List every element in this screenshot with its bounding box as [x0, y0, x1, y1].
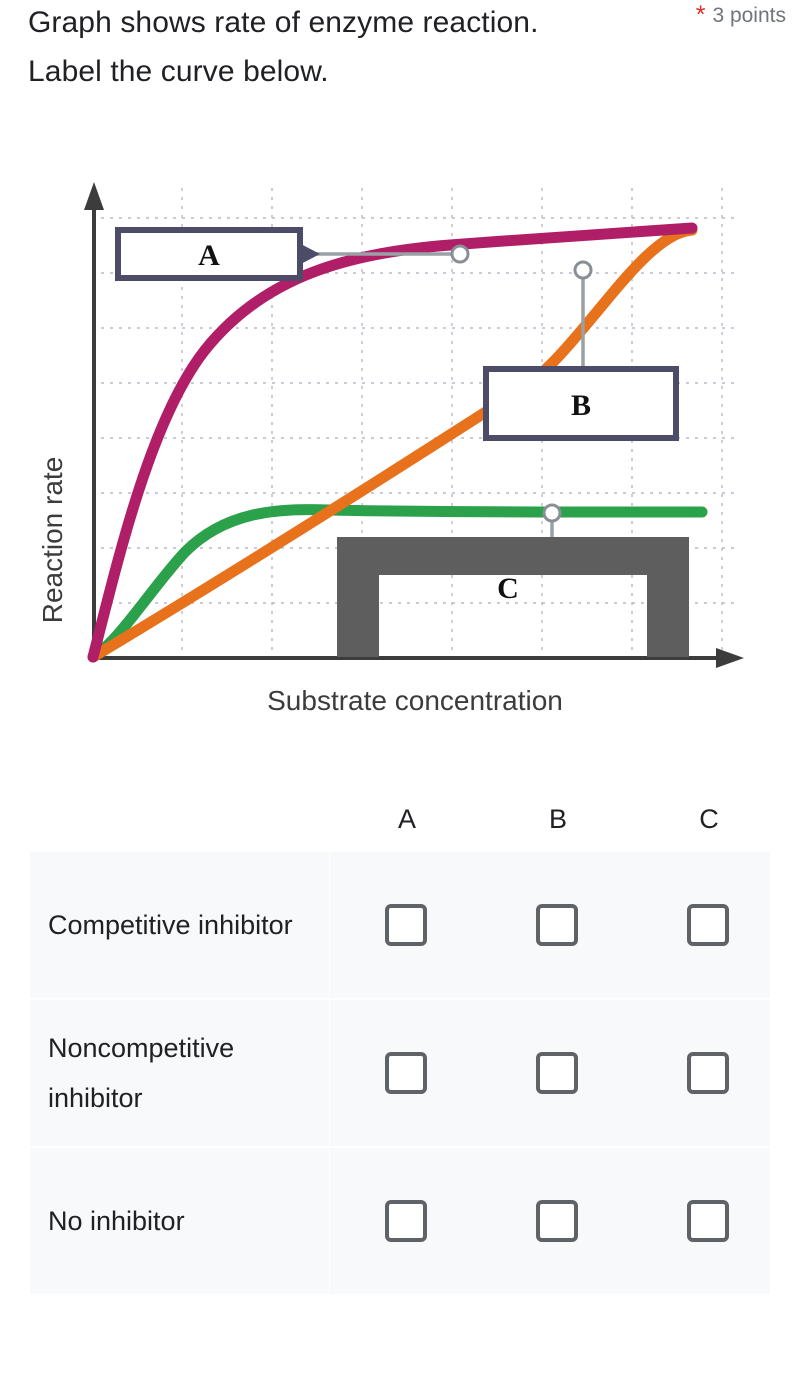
points-value: 3 points	[712, 4, 786, 27]
callout-a-box	[115, 227, 303, 281]
points-indicator: * 3 points	[696, 2, 786, 30]
grid-column-header-b: B	[548, 804, 567, 834]
y-axis	[84, 182, 104, 658]
enzyme-kinetics-graph: A B C Reaction rate Substrate concentrat…	[0, 120, 798, 740]
grid-row-competitive-inhibitor: Competitive inhibitor	[30, 852, 770, 998]
checkbox-noinhibitor-b[interactable]	[535, 1200, 578, 1242]
grid-row-no-inhibitor: No inhibitor	[30, 1148, 770, 1294]
grid-column-header-c: C	[699, 804, 719, 834]
grid-cell-noncompetitive-c[interactable]	[632, 1000, 783, 1146]
grid-row-label-cell: Noncompetitive inhibitor	[30, 1000, 330, 1146]
callout-a-marker	[450, 244, 470, 264]
grid-question: A B C Competitive inhibitor Noncompetiti…	[0, 790, 798, 1296]
grid-row-label: Noncompetitive inhibitor	[48, 1033, 235, 1113]
grid-cell-competitive-b[interactable]	[481, 852, 632, 998]
callout-a[interactable]: A	[115, 227, 470, 281]
x-axis	[92, 648, 744, 668]
checkbox-competitive-c[interactable]	[686, 904, 729, 946]
callout-b-marker	[573, 260, 593, 280]
checkbox-noncompetitive-c[interactable]	[686, 1052, 729, 1094]
callout-c-box	[337, 537, 689, 657]
callout-b-box	[483, 366, 679, 441]
question-title: Graph shows rate of enzyme reaction. Lab…	[28, 6, 539, 88]
grid-cell-competitive-a[interactable]	[330, 852, 481, 998]
y-axis-title: Reaction rate	[37, 457, 68, 624]
x-axis-title: Substrate concentration	[267, 685, 563, 716]
grid-cell-competitive-c[interactable]	[632, 852, 783, 998]
checkbox-noinhibitor-a[interactable]	[384, 1200, 427, 1242]
question-header: Graph shows rate of enzyme reaction. Lab…	[0, 0, 798, 110]
grid-cell-noinhibitor-a[interactable]	[330, 1148, 481, 1294]
grid-row-label-cell: Competitive inhibitor	[30, 852, 330, 998]
curve-a-magenta	[87, 222, 698, 663]
callout-a-label: A	[198, 239, 220, 272]
grid-row-label: No inhibitor	[48, 1206, 185, 1236]
checkbox-competitive-a[interactable]	[384, 904, 427, 946]
grid-cell-noncompetitive-a[interactable]	[330, 1000, 481, 1146]
callout-b-label: B	[571, 389, 591, 422]
callout-c[interactable]: C	[337, 503, 689, 657]
checkbox-competitive-b[interactable]	[535, 904, 578, 946]
grid-column-header-a: A	[397, 804, 416, 834]
curve-c-green	[87, 504, 708, 663]
callout-b[interactable]: B	[483, 260, 679, 441]
grid-cell-noncompetitive-b[interactable]	[481, 1000, 632, 1146]
required-asterisk: *	[695, 1, 706, 29]
grid-row-label: Competitive inhibitor	[48, 910, 293, 940]
grid-cell-noinhibitor-b[interactable]	[481, 1148, 632, 1294]
grid-row-noncompetitive-inhibitor: Noncompetitive inhibitor	[30, 1000, 770, 1146]
callout-c-label: C	[497, 572, 519, 605]
checkbox-noncompetitive-b[interactable]	[535, 1052, 578, 1094]
callout-c-marker	[542, 503, 562, 523]
grid-cell-noinhibitor-c[interactable]	[632, 1148, 783, 1294]
grid-row-label-cell: No inhibitor	[30, 1148, 330, 1294]
curve-b-orange	[87, 224, 698, 663]
checkbox-noinhibitor-c[interactable]	[686, 1200, 729, 1242]
checkbox-noncompetitive-a[interactable]	[384, 1052, 427, 1094]
grid-rows: Competitive inhibitor Noncompetitive inh…	[30, 852, 770, 1294]
grid-column-headers: A B C	[30, 790, 770, 852]
